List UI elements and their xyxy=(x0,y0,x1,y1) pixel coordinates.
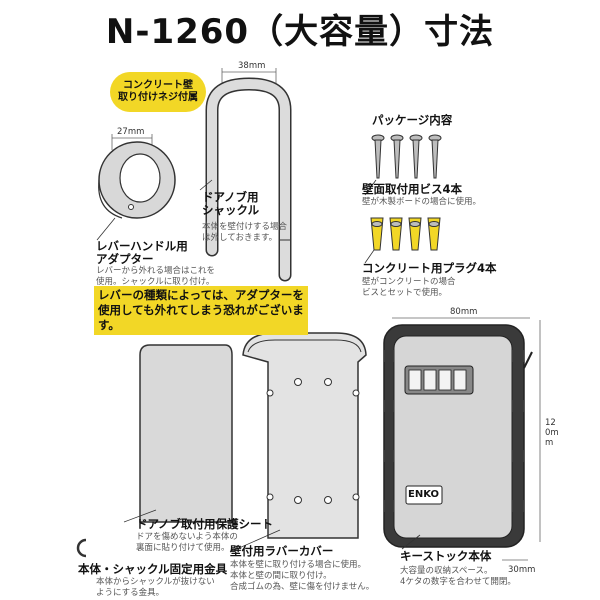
adapter-note-1: レバーから外れる場合はこれを xyxy=(96,266,216,276)
body-height-label: 120mm xyxy=(545,418,559,448)
clip-label: 本体・シャックル固定用金具 xyxy=(78,562,228,576)
body-depth-label: 30mm xyxy=(508,565,536,575)
rubber-cover-note-1: 本体を壁に取り付ける場合に使用。 xyxy=(230,560,367,570)
badge-line-2: 取り付けネジ付属 xyxy=(118,92,198,103)
key-stock-body-drawing xyxy=(383,324,533,548)
protect-sheet-note-1: ドアを傷めないよう本体の xyxy=(136,532,238,542)
brand-logo: ENKO xyxy=(408,489,440,500)
rubber-cover-drawing xyxy=(242,332,367,539)
protective-sheet-drawing xyxy=(139,344,233,523)
lever-adapter-drawing xyxy=(98,141,176,219)
adapter-warning: レバーの種類によっては、アダプターを使用しても外れてしまう恐れがございます。 xyxy=(94,286,308,335)
door-knob-shackle-drawing xyxy=(205,77,292,282)
adapter-label-2: アダプター xyxy=(96,252,154,266)
protect-sheet-note-2: 裏面に貼り付けて使用。 xyxy=(136,543,230,553)
rubber-cover-note-2: 本体と壁の間に取り付け。 xyxy=(230,571,332,581)
page-title: N-1260（大容量）寸法 xyxy=(105,12,495,52)
shackle-label-2: シャックル xyxy=(202,203,260,217)
clip-note-1: 本体からシャックルが抜けない xyxy=(96,577,215,587)
plugs-note-2: ビスとセットで使用。 xyxy=(362,288,448,298)
key-stock-note-1: 大容量の収納スペース。 xyxy=(400,566,493,576)
wall-screws-drawing xyxy=(371,134,442,179)
plugs-note-1: 壁がコンクリートの場合 xyxy=(362,277,456,287)
key-stock-note-2: 4ケタの数字を合わせて開閉。 xyxy=(400,577,516,587)
rubber-cover-label: 壁付用ラバーカバー xyxy=(230,544,334,558)
shackle-label-1: ドアノブ用 xyxy=(202,190,259,204)
adapter-note-2: 使用。シャックルに取り付け。 xyxy=(96,277,215,287)
package-heading: パッケージ内容 xyxy=(372,113,453,127)
rubber-cover-note-3: 合成ゴムの為、壁に傷を付けません。 xyxy=(230,582,375,592)
plug-screws-drawing xyxy=(371,221,440,227)
protect-sheet-label: ドアノブ取付用保護シート xyxy=(136,517,273,531)
shackle-note-1: 本体を壁付けする場合 xyxy=(202,222,288,232)
shackle-width-label: 38mm xyxy=(238,61,266,71)
clip-note-2: ようにする金具。 xyxy=(96,588,165,598)
plugs-label: コンクリート用プラグ4本 xyxy=(362,261,497,275)
shackle-note-2: は外しておきます。 xyxy=(202,233,278,243)
screws-note: 壁が木製ボードの場合に使用。 xyxy=(362,197,482,207)
body-dimension-lines xyxy=(392,317,541,561)
body-width-label: 80mm xyxy=(450,307,478,317)
key-stock-label: キーストック本体 xyxy=(400,549,492,563)
screws-label: 壁面取付用ビス4本 xyxy=(362,182,463,196)
badge-line-1: コンクリート壁 xyxy=(123,80,193,91)
leader-lines xyxy=(96,179,421,553)
adapter-width-label: 27mm xyxy=(117,127,145,137)
included-screws-badge: コンクリート壁 取り付けネジ付属 xyxy=(110,72,206,112)
retaining-clip-drawing xyxy=(76,538,87,558)
adapter-label-1: レバーハンドル用 xyxy=(96,239,188,253)
